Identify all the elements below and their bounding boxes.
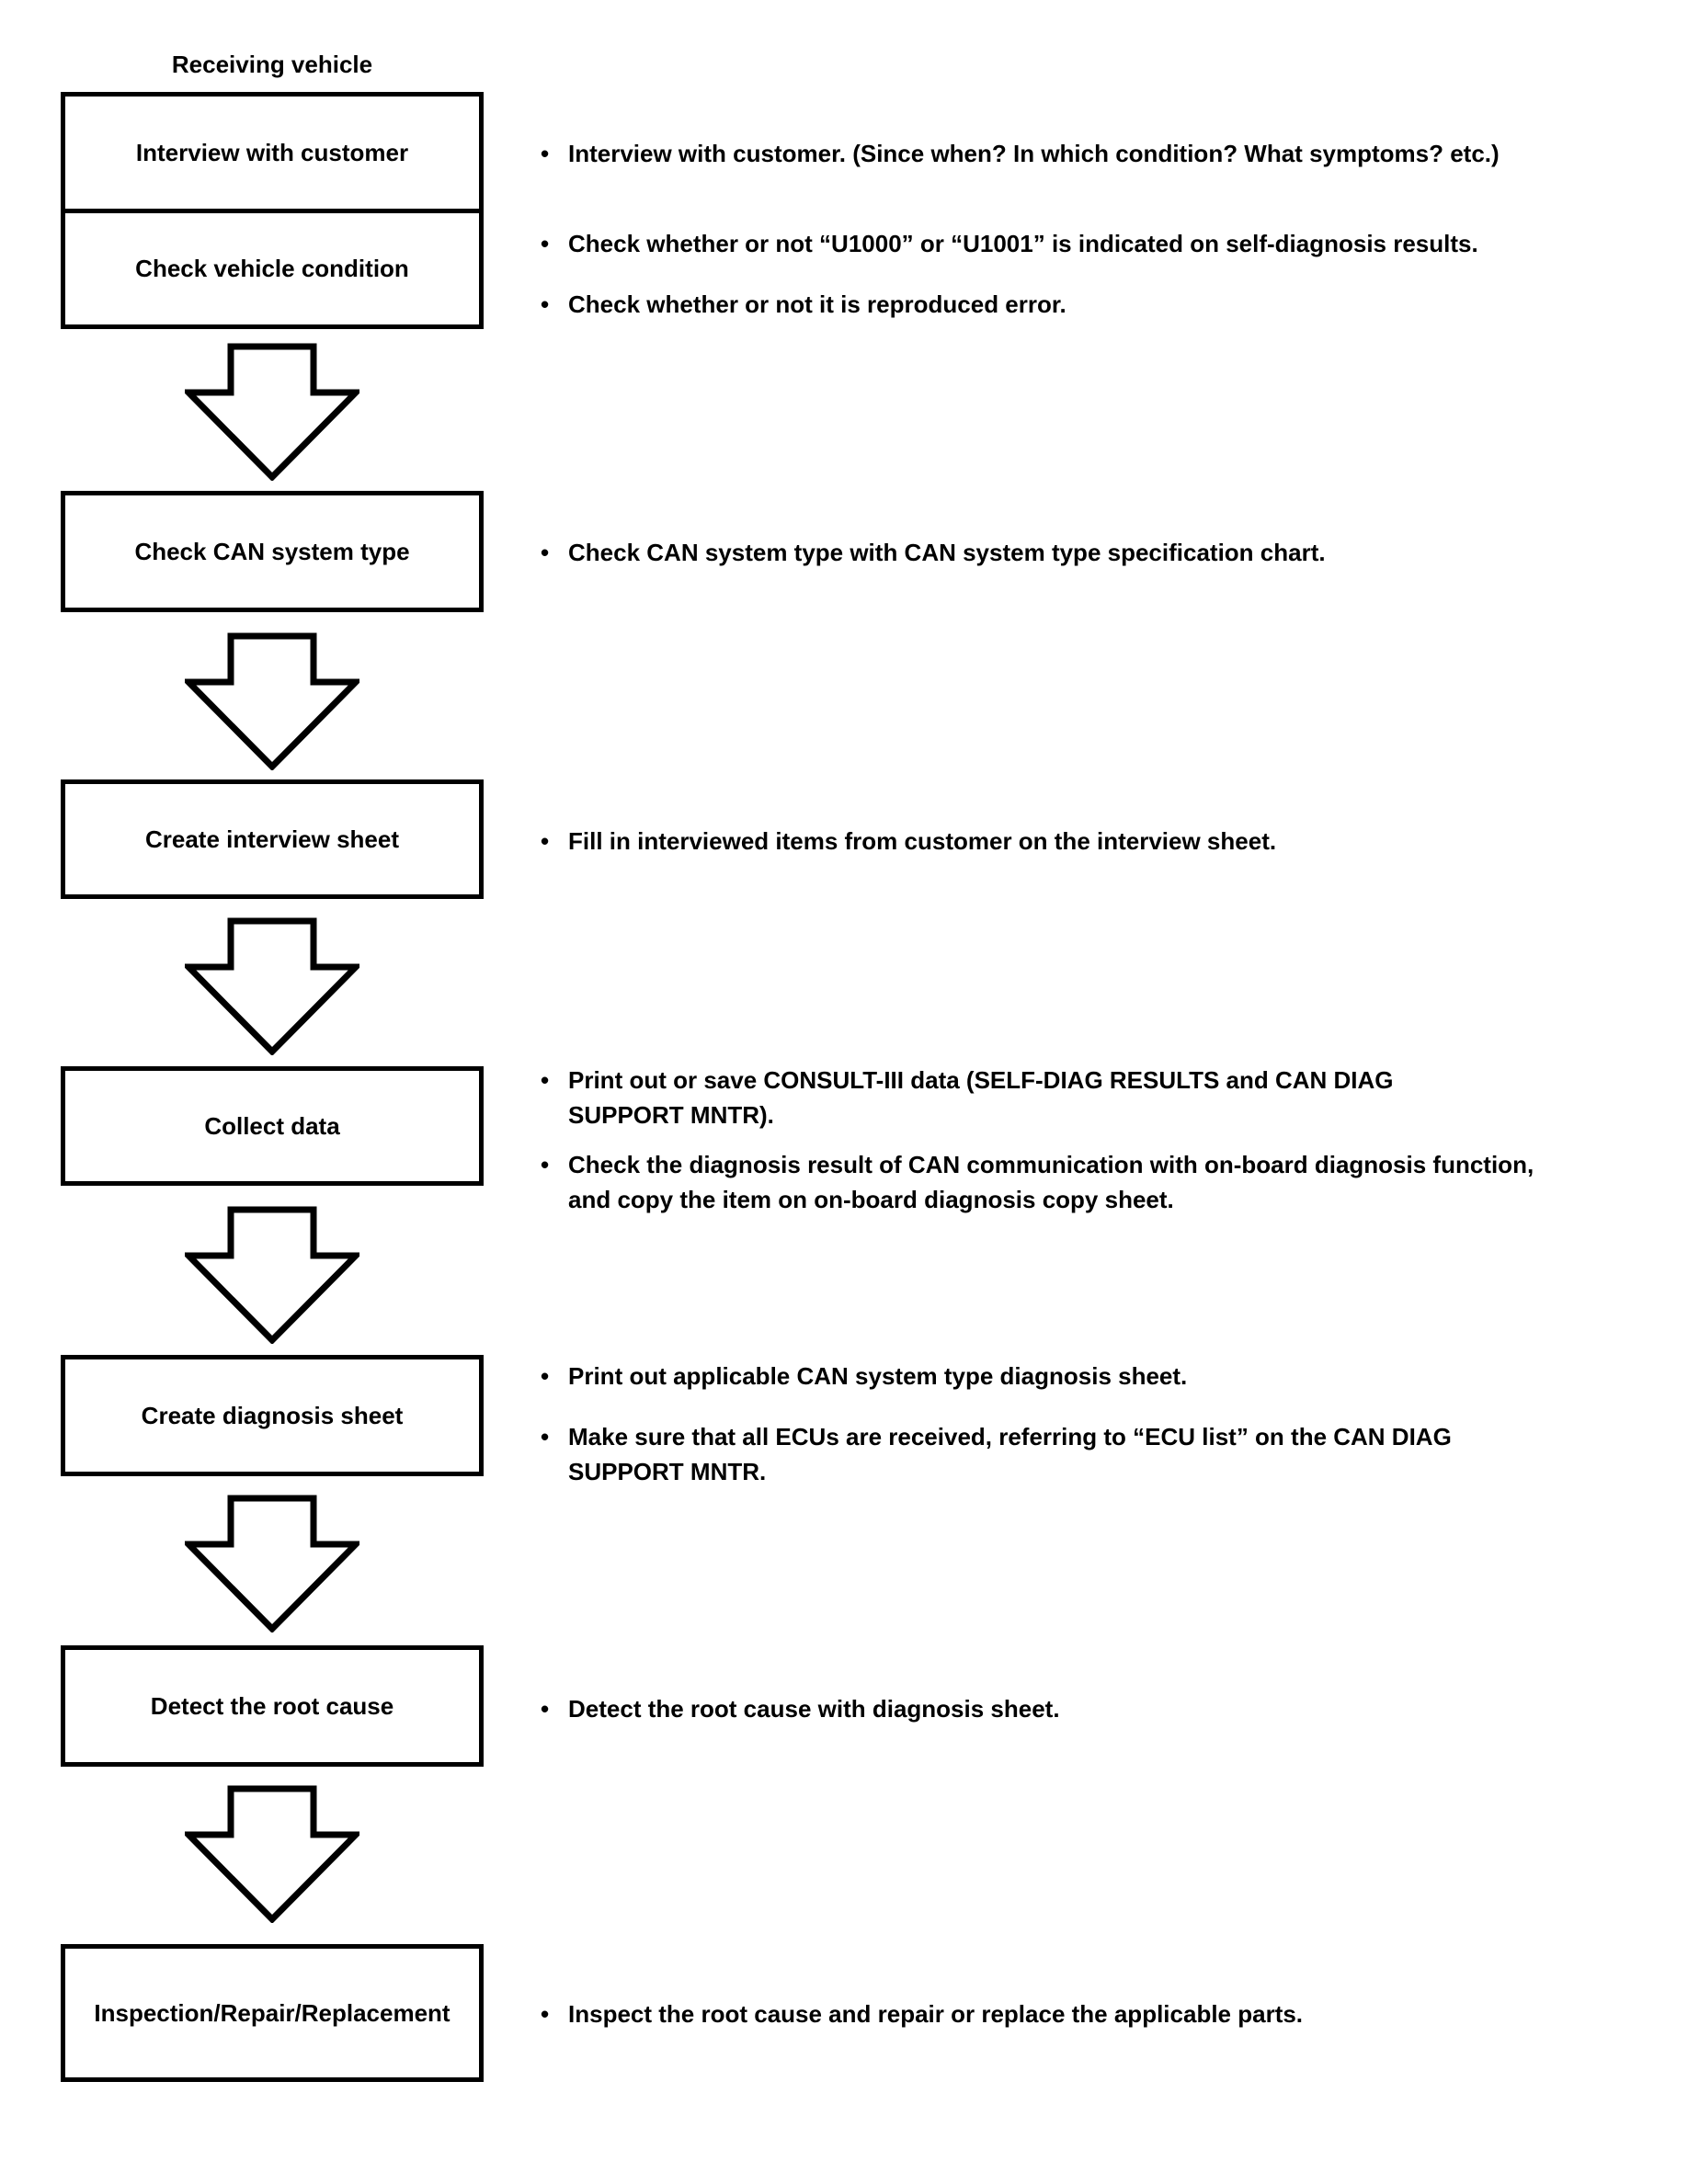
down-arrow-icon <box>185 632 359 770</box>
bullet-item: • Interview with customer. (Since when? … <box>541 136 1671 171</box>
down-arrow-icon <box>185 343 359 481</box>
bullet-text: Interview with customer. (Since when? In… <box>568 140 1500 167</box>
bullet-icon: • <box>541 1695 550 1723</box>
bullet-text: Check CAN system type with CAN system ty… <box>568 539 1326 566</box>
box-label: Collect data <box>204 1112 340 1140</box>
bullet-icon: • <box>541 230 550 257</box>
bullet-icon: • <box>541 539 550 566</box>
bullet-icon: • <box>541 140 550 167</box>
bullet-text: Inspect the root cause and repair or rep… <box>568 2000 1304 2028</box>
box-label: Check CAN system type <box>134 538 410 565</box>
step-box-create-interview-sheet: Create interview sheet <box>61 779 484 899</box>
bullet-icon: • <box>541 1362 550 1390</box>
step-box-detect-root-cause: Detect the root cause <box>61 1645 484 1767</box>
bullet-icon: • <box>541 1066 550 1094</box>
down-arrow-icon <box>185 917 359 1055</box>
down-arrow-icon <box>185 1495 359 1632</box>
bullet-item: • Check the diagnosis result of CAN comm… <box>541 1147 1671 1217</box>
bullet-text: Detect the root cause with diagnosis she… <box>568 1695 1060 1723</box>
down-arrow-icon <box>185 1785 359 1923</box>
bullet-item: • Check CAN system type with CAN system … <box>541 535 1671 570</box>
bullet-text: Fill in interviewed items from customer … <box>568 827 1277 855</box>
bullet-icon: • <box>541 827 550 855</box>
bullet-item: • Inspect the root cause and repair or r… <box>541 1996 1671 2031</box>
bullet-icon: • <box>541 1151 550 1178</box>
bullet-icon: • <box>541 2000 550 2028</box>
step-box-inspection-repair-replacement: Inspection/Repair/Replacement <box>61 1944 484 2082</box>
box-label: Create diagnosis sheet <box>141 1402 404 1429</box>
step-box-interview-with-customer: Interview with customer <box>65 97 479 213</box>
flow-start-label: Receiving vehicle <box>171 51 373 78</box>
bullet-item: • Print out or save CONSULT-III data (SE… <box>541 1063 1671 1132</box>
step-box-receiving-vehicle: Interview with customer Check vehicle co… <box>61 92 484 329</box>
bullet-item: • Check whether or not “U1000” or “U1001… <box>541 226 1671 261</box>
box-label: Check vehicle condition <box>135 255 409 283</box>
bullet-icon: • <box>541 1423 550 1450</box>
box-label: Detect the root cause <box>150 1692 394 1720</box>
bullet-text: Check whether or not it is reproduced er… <box>568 290 1066 318</box>
bullet-icon: • <box>541 290 550 318</box>
bullet-text: Print out applicable CAN system type dia… <box>568 1362 1188 1390</box>
bullet-text: Check whether or not “U1000” or “U1001” … <box>568 230 1478 257</box>
box-label: Interview with customer <box>135 138 409 166</box>
bullet-text: Check the diagnosis result of CAN commun… <box>568 1151 1534 1213</box>
down-arrow-icon <box>185 1206 359 1344</box>
step-box-create-diagnosis-sheet: Create diagnosis sheet <box>61 1355 484 1476</box>
step-box-check-vehicle-condition: Check vehicle condition <box>65 213 479 325</box>
box-label: Create interview sheet <box>144 825 399 853</box>
bullet-item: • Detect the root cause with diagnosis s… <box>541 1691 1671 1726</box>
bullet-text: Print out or save CONSULT-III data (SELF… <box>568 1066 1394 1129</box>
box-label: Inspection/Repair/Replacement <box>94 1999 451 2027</box>
bullet-item: • Fill in interviewed items from custome… <box>541 824 1671 859</box>
step-box-collect-data: Collect data <box>61 1066 484 1186</box>
bullet-text: Make sure that all ECUs are received, re… <box>568 1423 1452 1485</box>
step-box-check-can-system-type: Check CAN system type <box>61 491 484 612</box>
bullet-item: • Make sure that all ECUs are received, … <box>541 1419 1671 1489</box>
bullet-item: • Print out applicable CAN system type d… <box>541 1359 1671 1393</box>
bullet-item: • Check whether or not it is reproduced … <box>541 287 1671 322</box>
